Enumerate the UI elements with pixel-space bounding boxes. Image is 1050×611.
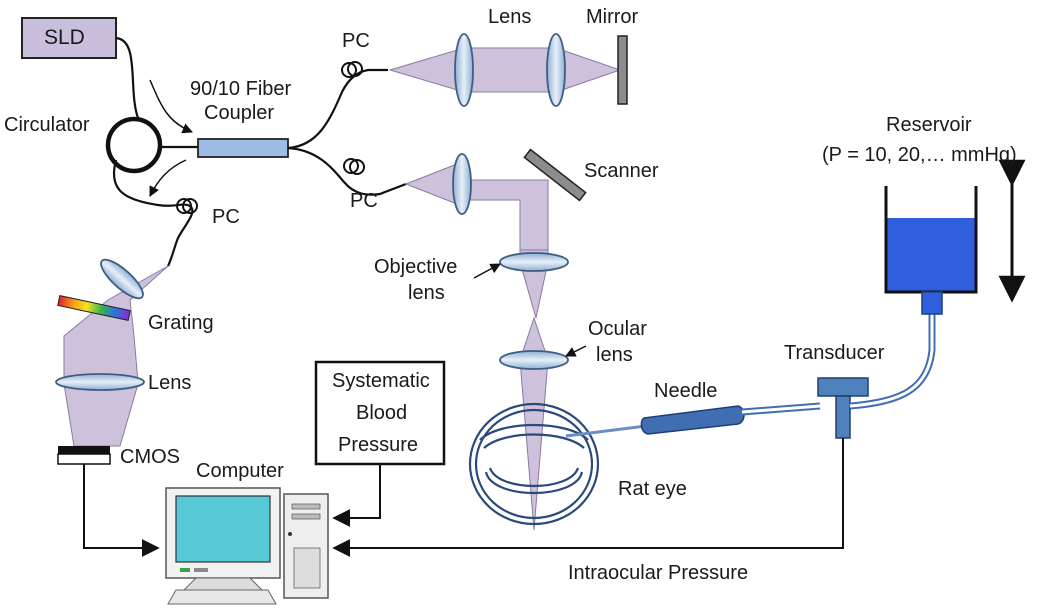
arrow-icon bbox=[565, 345, 587, 357]
transducer-head bbox=[817, 377, 869, 397]
blood-pressure-box bbox=[314, 360, 446, 466]
blood-pressure-to-computer-line bbox=[332, 464, 381, 527]
iop-to-computer-line bbox=[332, 438, 844, 557]
computer-icon bbox=[165, 487, 329, 605]
sld-label: SLD bbox=[44, 26, 85, 49]
fiber-circulator-detector bbox=[112, 159, 194, 267]
fiber-sld-circulator bbox=[115, 36, 140, 119]
lens-top-label: Lens bbox=[488, 6, 532, 28]
transducer-label: Transducer bbox=[784, 342, 885, 364]
needle-label: Needle bbox=[654, 380, 718, 402]
pc-left-loops bbox=[176, 198, 198, 214]
reservoir-pressure-label: (P = 10, 20,… mmHg) bbox=[822, 144, 1017, 166]
grating bbox=[57, 295, 131, 321]
detector-lens bbox=[55, 373, 145, 391]
transducer-body bbox=[835, 395, 851, 439]
pc-mid-loops bbox=[343, 158, 365, 175]
reservoir-label: Reservoir bbox=[886, 114, 972, 136]
cmos-sensor-top bbox=[58, 446, 110, 454]
fiber-coupler-label-1: 90/10 Fiber bbox=[190, 78, 292, 100]
blood-pressure-label-1: Systematic bbox=[332, 370, 430, 392]
cmos-sensor bbox=[57, 453, 111, 465]
mirror-label: Mirror bbox=[586, 6, 639, 28]
reference-mirror bbox=[617, 35, 628, 105]
pc-left-label: PC bbox=[212, 206, 240, 228]
fiber-coupler-sample bbox=[287, 146, 407, 196]
ocular-lens bbox=[499, 350, 569, 370]
needle-tip bbox=[565, 424, 647, 438]
arrow-icon bbox=[149, 79, 193, 134]
ocular-label-2: lens bbox=[596, 344, 633, 366]
circulator-ring bbox=[105, 116, 163, 174]
tubing-needle-transducer-inner bbox=[741, 404, 821, 414]
cmos-label: CMOS bbox=[120, 446, 180, 468]
scanner-label: Scanner bbox=[584, 160, 659, 182]
pc-mid-label: PC bbox=[350, 190, 378, 212]
tubing-transducer-reservoir-inner bbox=[849, 314, 934, 408]
reference-lens-2 bbox=[546, 33, 566, 107]
detector-beam-focus bbox=[63, 381, 139, 447]
sld-box bbox=[21, 17, 117, 59]
cmos-to-computer-line bbox=[83, 464, 160, 557]
reference-beam-collimated bbox=[463, 47, 557, 93]
fiber-coupler-label-2: Coupler bbox=[204, 102, 275, 124]
ocular-label-1: Ocular bbox=[588, 318, 647, 340]
computer-label: Computer bbox=[196, 460, 284, 482]
objective-label-1: Objective bbox=[374, 256, 458, 278]
arrow-icon bbox=[149, 159, 187, 197]
reference-beam bbox=[388, 47, 465, 93]
lens-left-label: Lens bbox=[148, 372, 192, 394]
reference-lens-1 bbox=[454, 33, 474, 107]
detector-collimating-lens bbox=[100, 258, 144, 300]
beam-into-eye bbox=[519, 359, 549, 531]
rat-eye-label: Rat eye bbox=[618, 478, 687, 500]
pc-top-loops bbox=[341, 61, 363, 78]
reservoir-water bbox=[886, 218, 976, 292]
blood-pressure-label-2: Blood bbox=[356, 402, 408, 424]
scanner-mirror bbox=[523, 148, 587, 202]
arrow-icon bbox=[473, 263, 501, 279]
pc-top-label: PC bbox=[342, 30, 370, 52]
circulator-label: Circulator bbox=[4, 114, 90, 136]
objective-label-2: lens bbox=[408, 282, 445, 304]
fiber-coupler-reference bbox=[287, 68, 388, 150]
reservoir-outlet bbox=[921, 291, 943, 315]
needle bbox=[640, 405, 745, 435]
iop-label: Intraocular Pressure bbox=[568, 562, 749, 584]
fiber-coupler bbox=[197, 138, 289, 158]
objective-lens bbox=[499, 252, 569, 272]
grating-label: Grating bbox=[148, 312, 214, 334]
sample-beam-collimated bbox=[461, 179, 549, 253]
blood-pressure-label-3: Pressure bbox=[338, 434, 419, 456]
sample-collimator-lens bbox=[452, 153, 472, 215]
